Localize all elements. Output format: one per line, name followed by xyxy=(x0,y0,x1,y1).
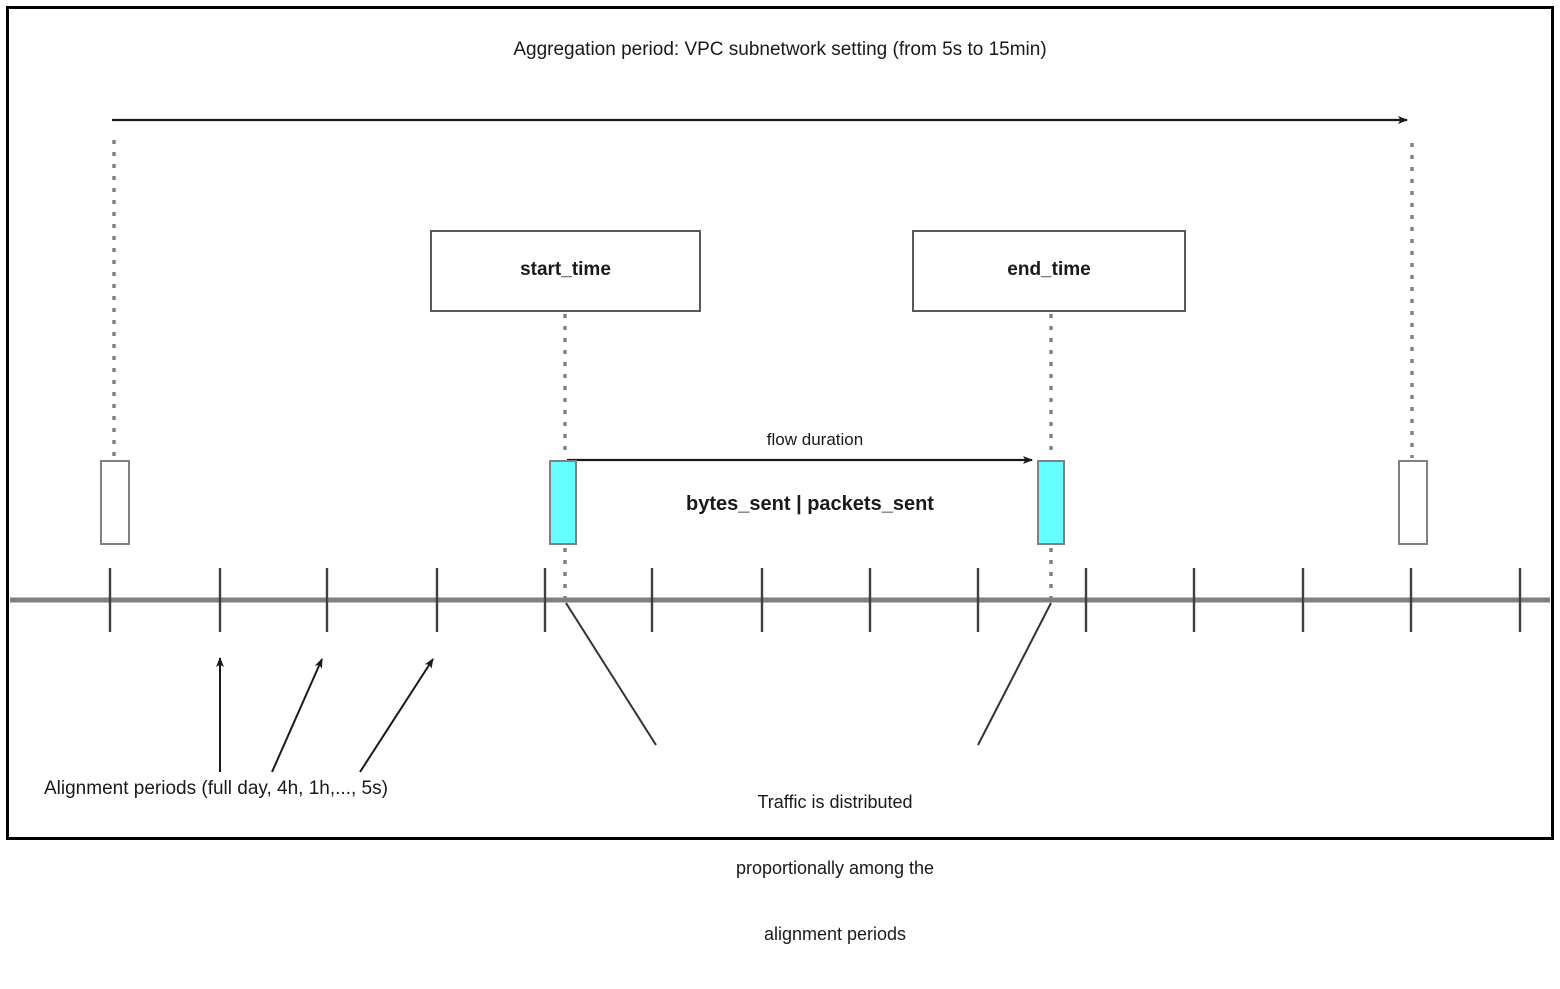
flow-start-marker xyxy=(549,460,577,545)
alignment-callout-arrow xyxy=(359,658,434,773)
end-time-box xyxy=(912,230,1186,312)
bytes-packets-label: bytes_sent | packets_sent xyxy=(686,493,934,515)
traffic-note-line-3: alignment periods xyxy=(763,923,907,944)
traffic-distribution-note: Traffic is distributed proportionally am… xyxy=(690,748,980,989)
alignment-callout-arrow xyxy=(271,658,323,773)
diagram-vector-layer xyxy=(10,116,1550,773)
aggregation-period-title: Aggregation period: VPC subnetwork setti… xyxy=(513,39,1047,60)
diagram-frame-border xyxy=(6,6,1554,840)
aggregation-period-marker-right xyxy=(1398,460,1428,545)
traffic-callout-lines xyxy=(565,602,1052,746)
diagram-canvas: Aggregation period: VPC subnetwork setti… xyxy=(6,6,1554,944)
end-time-label: end_time xyxy=(1007,259,1091,280)
start-time-box xyxy=(430,230,701,312)
alignment-callout-arrows xyxy=(216,657,434,773)
flow-duration-label: flow duration xyxy=(766,430,864,449)
start-time-label: start_time xyxy=(520,259,611,280)
traffic-callout-line xyxy=(977,602,1052,746)
aggregation-period-marker-left xyxy=(100,460,130,545)
traffic-note-line-2: proportionally among the xyxy=(735,857,935,878)
timeline-tick-marks xyxy=(108,568,1522,632)
traffic-callout-line xyxy=(565,602,657,746)
alignment-periods-label: Alignment periods (full day, 4h, 1h,...,… xyxy=(44,778,388,799)
dotted-guide-lines xyxy=(112,140,1414,600)
traffic-note-line-1: Traffic is distributed xyxy=(757,791,913,812)
flow-end-marker xyxy=(1037,460,1065,545)
